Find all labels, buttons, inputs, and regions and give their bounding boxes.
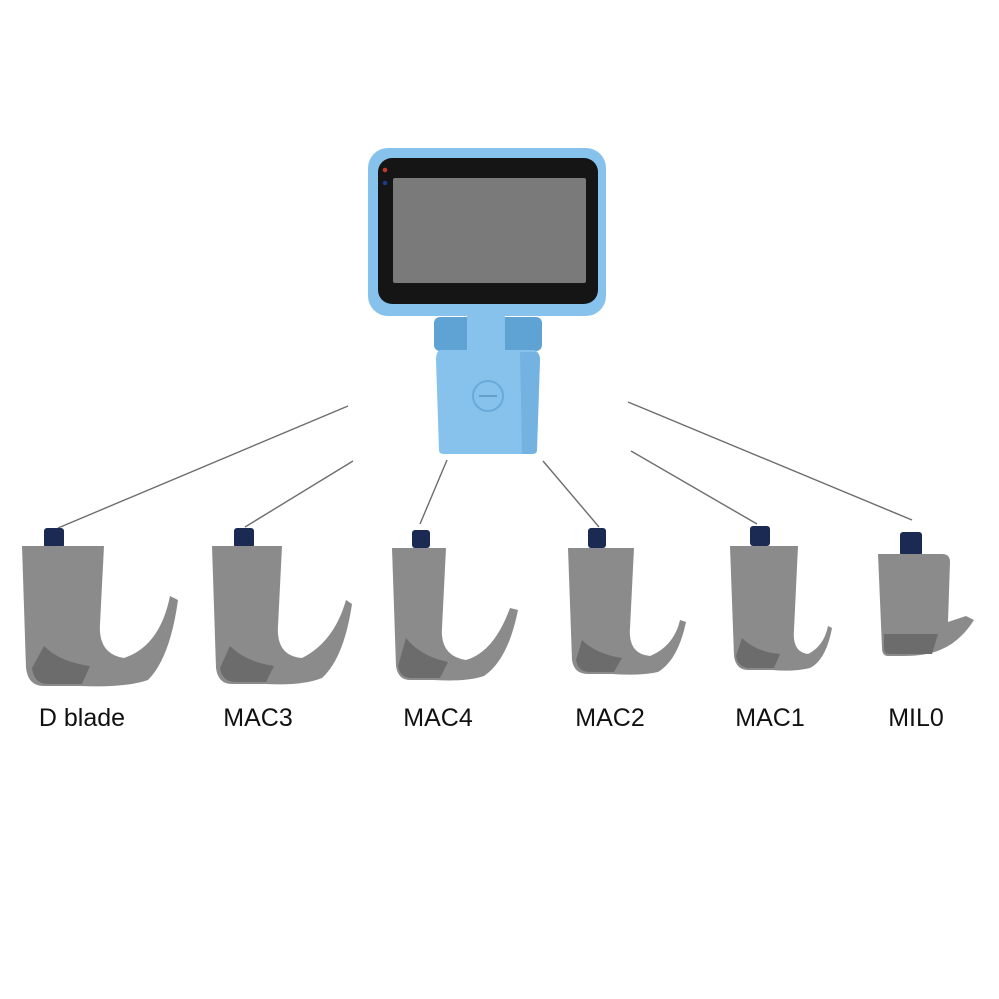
blade-cap [234, 528, 254, 548]
connector-line-mac1 [630, 450, 758, 525]
blade-body [212, 546, 352, 685]
blade-body [22, 546, 178, 687]
blade-mac2-icon [568, 528, 686, 675]
blade-label-mil0: MIL0 [888, 704, 944, 732]
blade-d-blade-icon [22, 528, 178, 687]
laryngoscope-monitor-icon [368, 148, 606, 454]
blade-label-mac4: MAC4 [403, 704, 473, 732]
status-led-red [382, 167, 388, 173]
blade-mac3-icon [212, 528, 352, 685]
handle-side-shade [520, 352, 540, 454]
connector-line-mac2 [542, 460, 600, 528]
blade-cap [588, 528, 606, 548]
connector-line-mac3 [244, 460, 354, 528]
blade-cap [900, 532, 922, 556]
blade-mac1-icon [730, 526, 832, 671]
power-button-icon[interactable] [472, 380, 504, 412]
blade-shade [32, 646, 90, 684]
blade-cap [412, 530, 430, 548]
blade-body [878, 554, 974, 656]
status-led-blue [382, 180, 388, 186]
blade-cap [750, 526, 770, 546]
blade-shade [736, 638, 780, 668]
blade-label-mac3: MAC3 [223, 704, 293, 732]
blade-body [568, 548, 686, 675]
blade-body [392, 548, 518, 681]
connector-line-mac4 [419, 459, 448, 525]
blade-mil0-icon [878, 532, 974, 656]
blade-shade [220, 646, 274, 682]
blade-cap [44, 528, 64, 548]
blade-mac4-icon [392, 530, 518, 681]
connector-line-d-blade [57, 405, 349, 529]
hinge-front [467, 312, 505, 356]
blade-shade [398, 638, 448, 678]
blade-label-d-blade: D blade [38, 704, 126, 732]
blade-row [22, 526, 974, 687]
blade-shade [576, 640, 622, 672]
blade-label-mac1: MAC1 [735, 704, 805, 732]
connector-line-mil0 [627, 401, 913, 521]
display-screen [393, 178, 586, 283]
blade-shade [884, 634, 938, 654]
connector-lines [57, 401, 913, 529]
blade-body [730, 546, 832, 671]
blade-label-mac2: MAC2 [575, 704, 645, 732]
